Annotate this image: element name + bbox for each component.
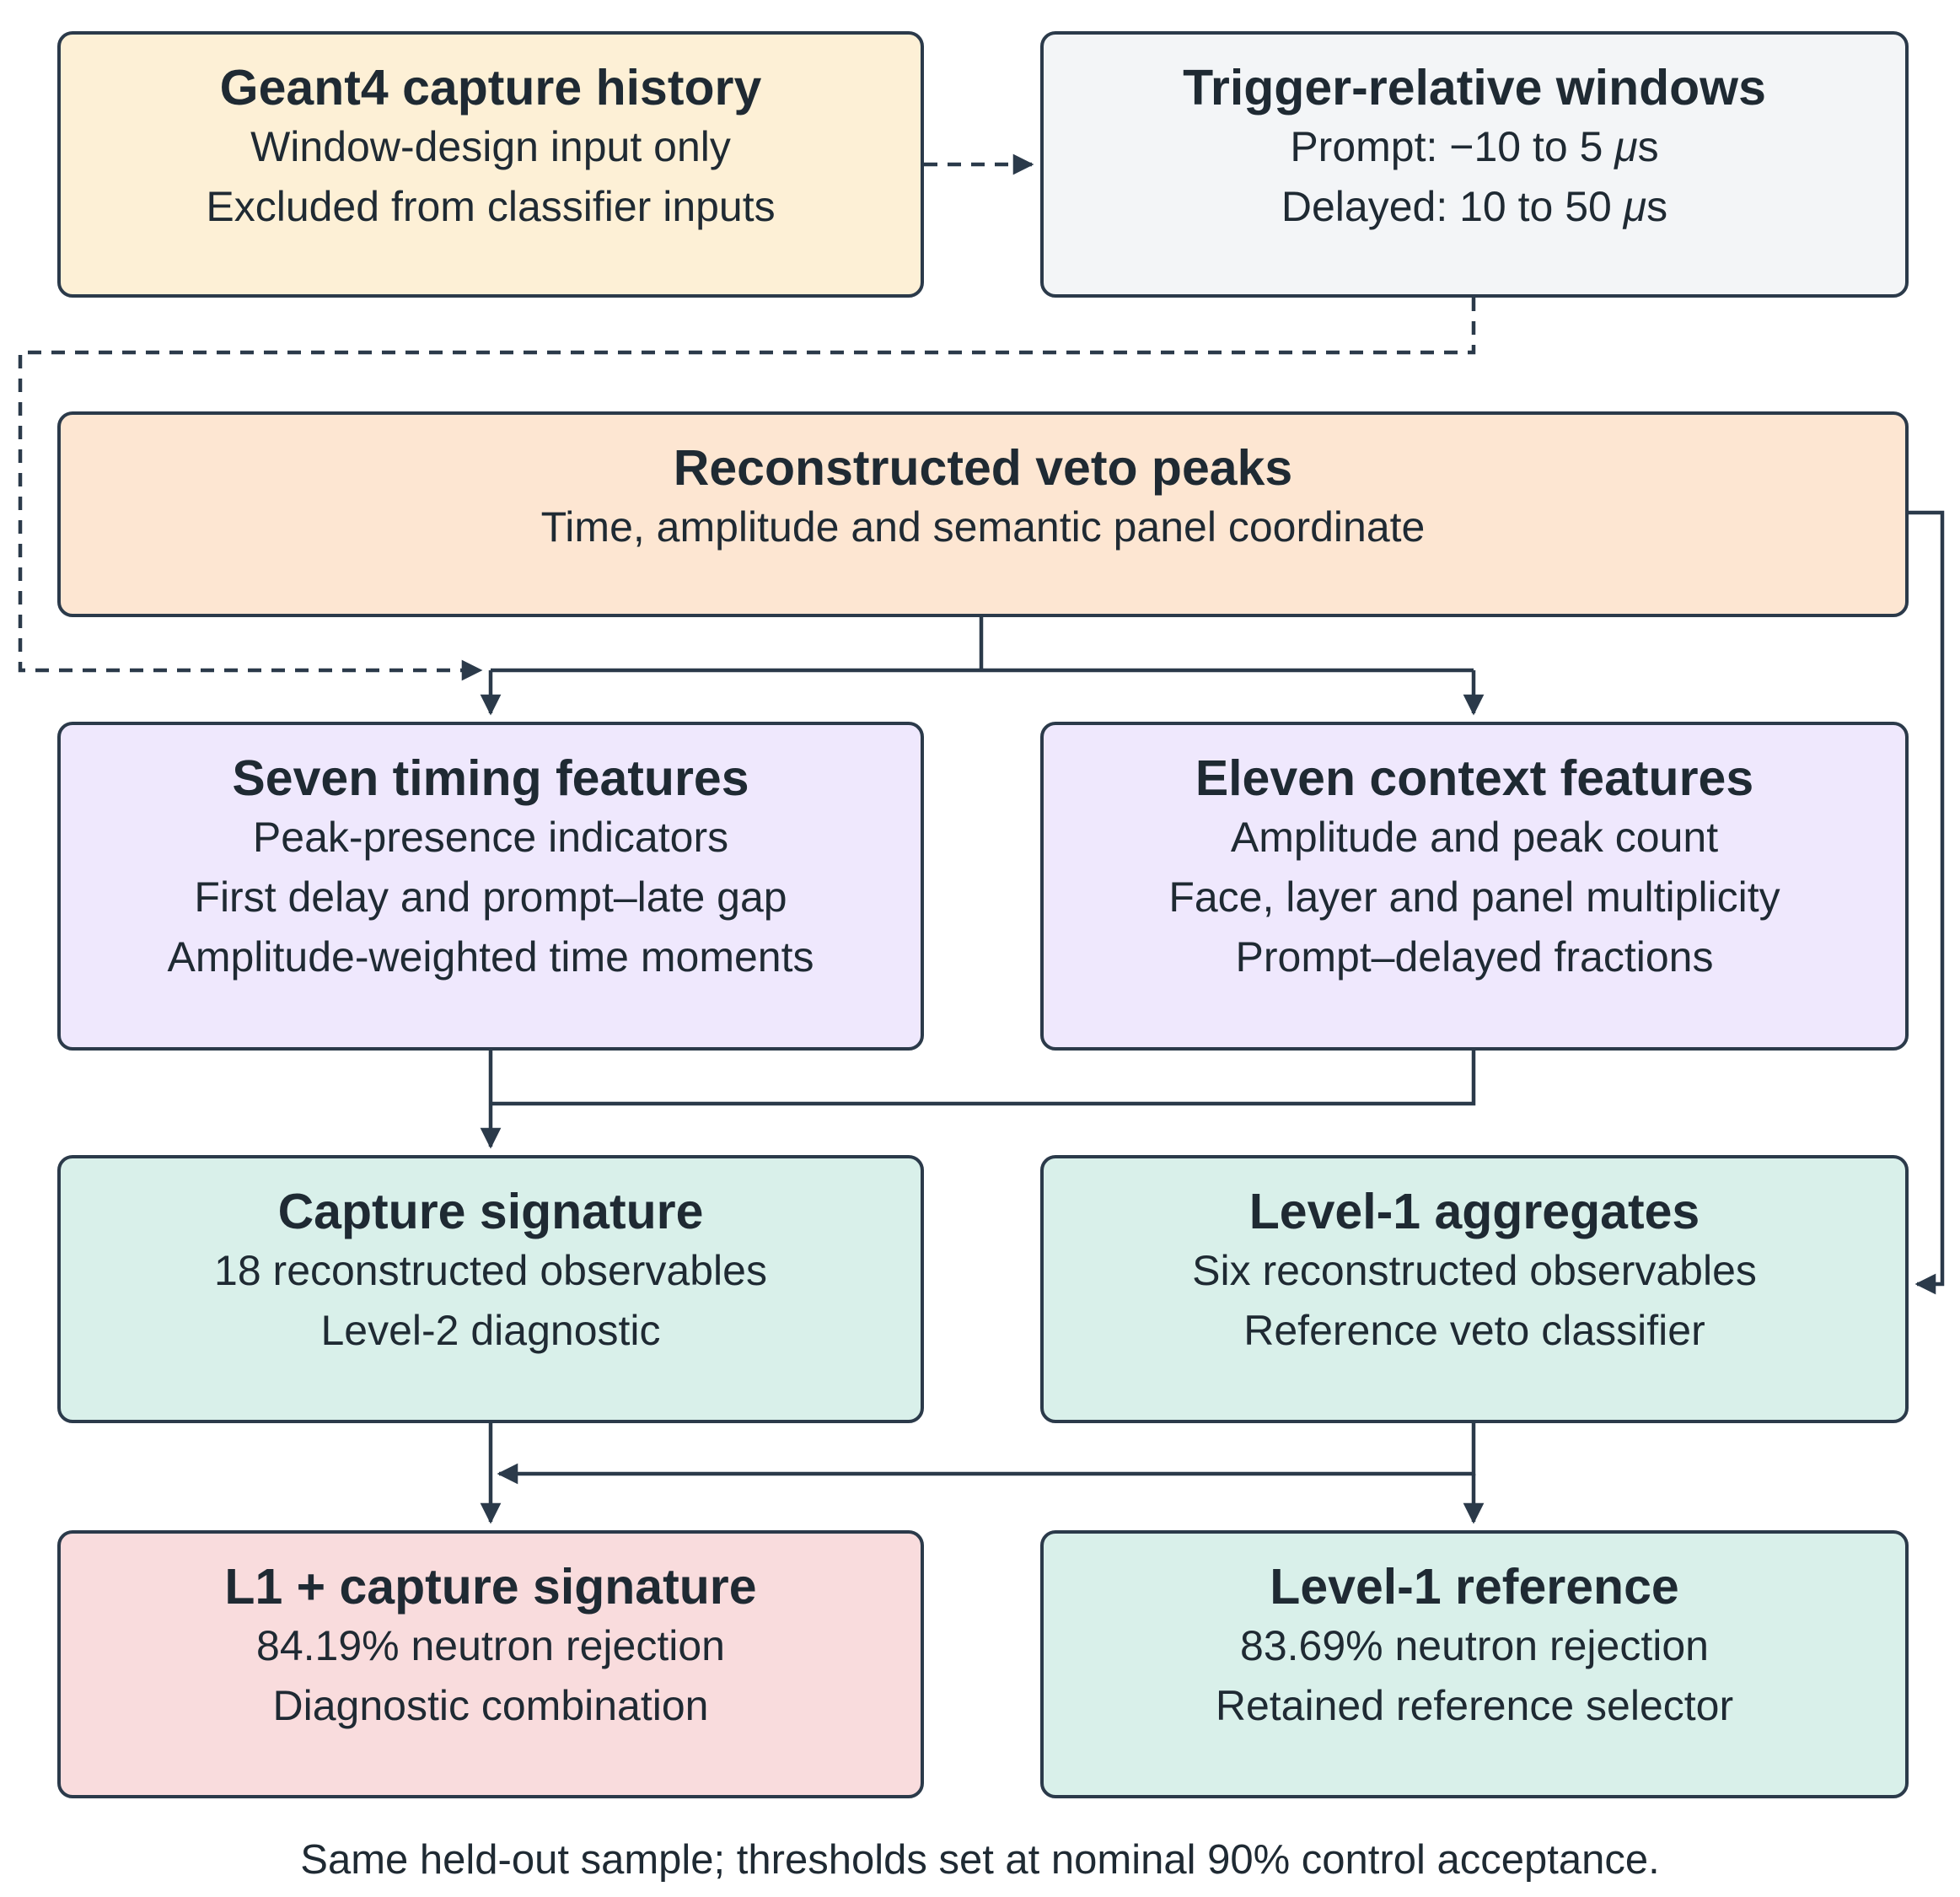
box-line: Time, amplitude and semantic panel coord… bbox=[540, 503, 1426, 551]
box-line: Prompt–delayed fractions bbox=[1235, 933, 1714, 981]
box-line: 84.19% neutron rejection bbox=[256, 1622, 725, 1669]
box-l1-plus-capture-signature: L1 + capture signature 84.19% neutron re… bbox=[57, 1530, 924, 1798]
box-line: 18 reconstructed observables bbox=[214, 1247, 767, 1294]
box-line: Retained reference selector bbox=[1215, 1682, 1734, 1729]
box-seven-timing-features: Seven timing features Peak-presence indi… bbox=[57, 722, 924, 1051]
unit-mu: μ bbox=[1614, 123, 1638, 170]
box-trigger-relative-windows: Trigger-relative windows Prompt: −10 to … bbox=[1040, 31, 1909, 298]
box-title: Level-1 reference bbox=[1270, 1559, 1679, 1615]
unit-s: s bbox=[1637, 123, 1659, 170]
box-line: Reference veto classifier bbox=[1243, 1307, 1705, 1354]
connector-features-merge bbox=[491, 1051, 1476, 1106]
box-eleven-context-features: Eleven context features Amplitude and pe… bbox=[1040, 722, 1909, 1051]
box-title: Reconstructed veto peaks bbox=[673, 440, 1293, 496]
box-line: Amplitude-weighted time moments bbox=[167, 933, 814, 981]
arrow-trigger-to-timing bbox=[18, 298, 1476, 681]
box-line: Six reconstructed observables bbox=[1192, 1247, 1757, 1294]
box-title: Trigger-relative windows bbox=[1183, 60, 1766, 116]
box-level1-aggregates: Level-1 aggregates Six reconstructed obs… bbox=[1040, 1155, 1909, 1423]
delayed-window-range: Delayed: 10 to 50 bbox=[1281, 183, 1624, 230]
box-line: Diagnostic combination bbox=[272, 1682, 709, 1729]
box-title: Seven timing features bbox=[232, 750, 749, 806]
box-line: Amplitude and peak count bbox=[1230, 814, 1719, 861]
diagram-caption: Same held-out sample; thresholds set at … bbox=[300, 1837, 1660, 1883]
box-title: L1 + capture signature bbox=[224, 1559, 757, 1615]
box-reconstructed-veto-peaks: Reconstructed veto peaks Time, amplitude… bbox=[57, 411, 1909, 617]
box-line: Level-2 diagnostic bbox=[320, 1307, 661, 1354]
prompt-window-text: Prompt: −10 to 5 μs bbox=[1290, 117, 1658, 177]
unit-mu: μ bbox=[1623, 183, 1647, 230]
box-title: Level-1 aggregates bbox=[1248, 1184, 1700, 1239]
box-title: Geant4 capture history bbox=[219, 60, 762, 116]
box-line: Peak-presence indicators bbox=[252, 814, 729, 861]
arrow-veto-peaks-to-level1-aggregates bbox=[1909, 510, 1945, 1295]
box-line: Face, layer and panel multiplicity bbox=[1168, 873, 1780, 921]
delayed-window-text: Delayed: 10 to 50 μs bbox=[1281, 177, 1667, 237]
box-line: 83.69% neutron rejection bbox=[1240, 1622, 1709, 1669]
box-title: Capture signature bbox=[277, 1184, 704, 1239]
box-title: Eleven context features bbox=[1195, 750, 1754, 806]
box-line: First delay and prompt–late gap bbox=[194, 873, 787, 921]
box-geant4-capture-history: Geant4 capture history Window-design inp… bbox=[57, 31, 924, 298]
arrow-level1-aggregates-to-l1-capture bbox=[497, 1423, 1476, 1485]
box-line: Excluded from classifier inputs bbox=[206, 183, 776, 230]
box-capture-signature: Capture signature 18 reconstructed obser… bbox=[57, 1155, 924, 1423]
connector-veto-peaks-split bbox=[491, 617, 1474, 673]
box-level1-reference: Level-1 reference 83.69% neutron rejecti… bbox=[1040, 1530, 1909, 1798]
box-line: Window-design input only bbox=[250, 123, 731, 170]
prompt-window-range: Prompt: −10 to 5 bbox=[1290, 123, 1615, 170]
unit-s: s bbox=[1646, 183, 1668, 230]
